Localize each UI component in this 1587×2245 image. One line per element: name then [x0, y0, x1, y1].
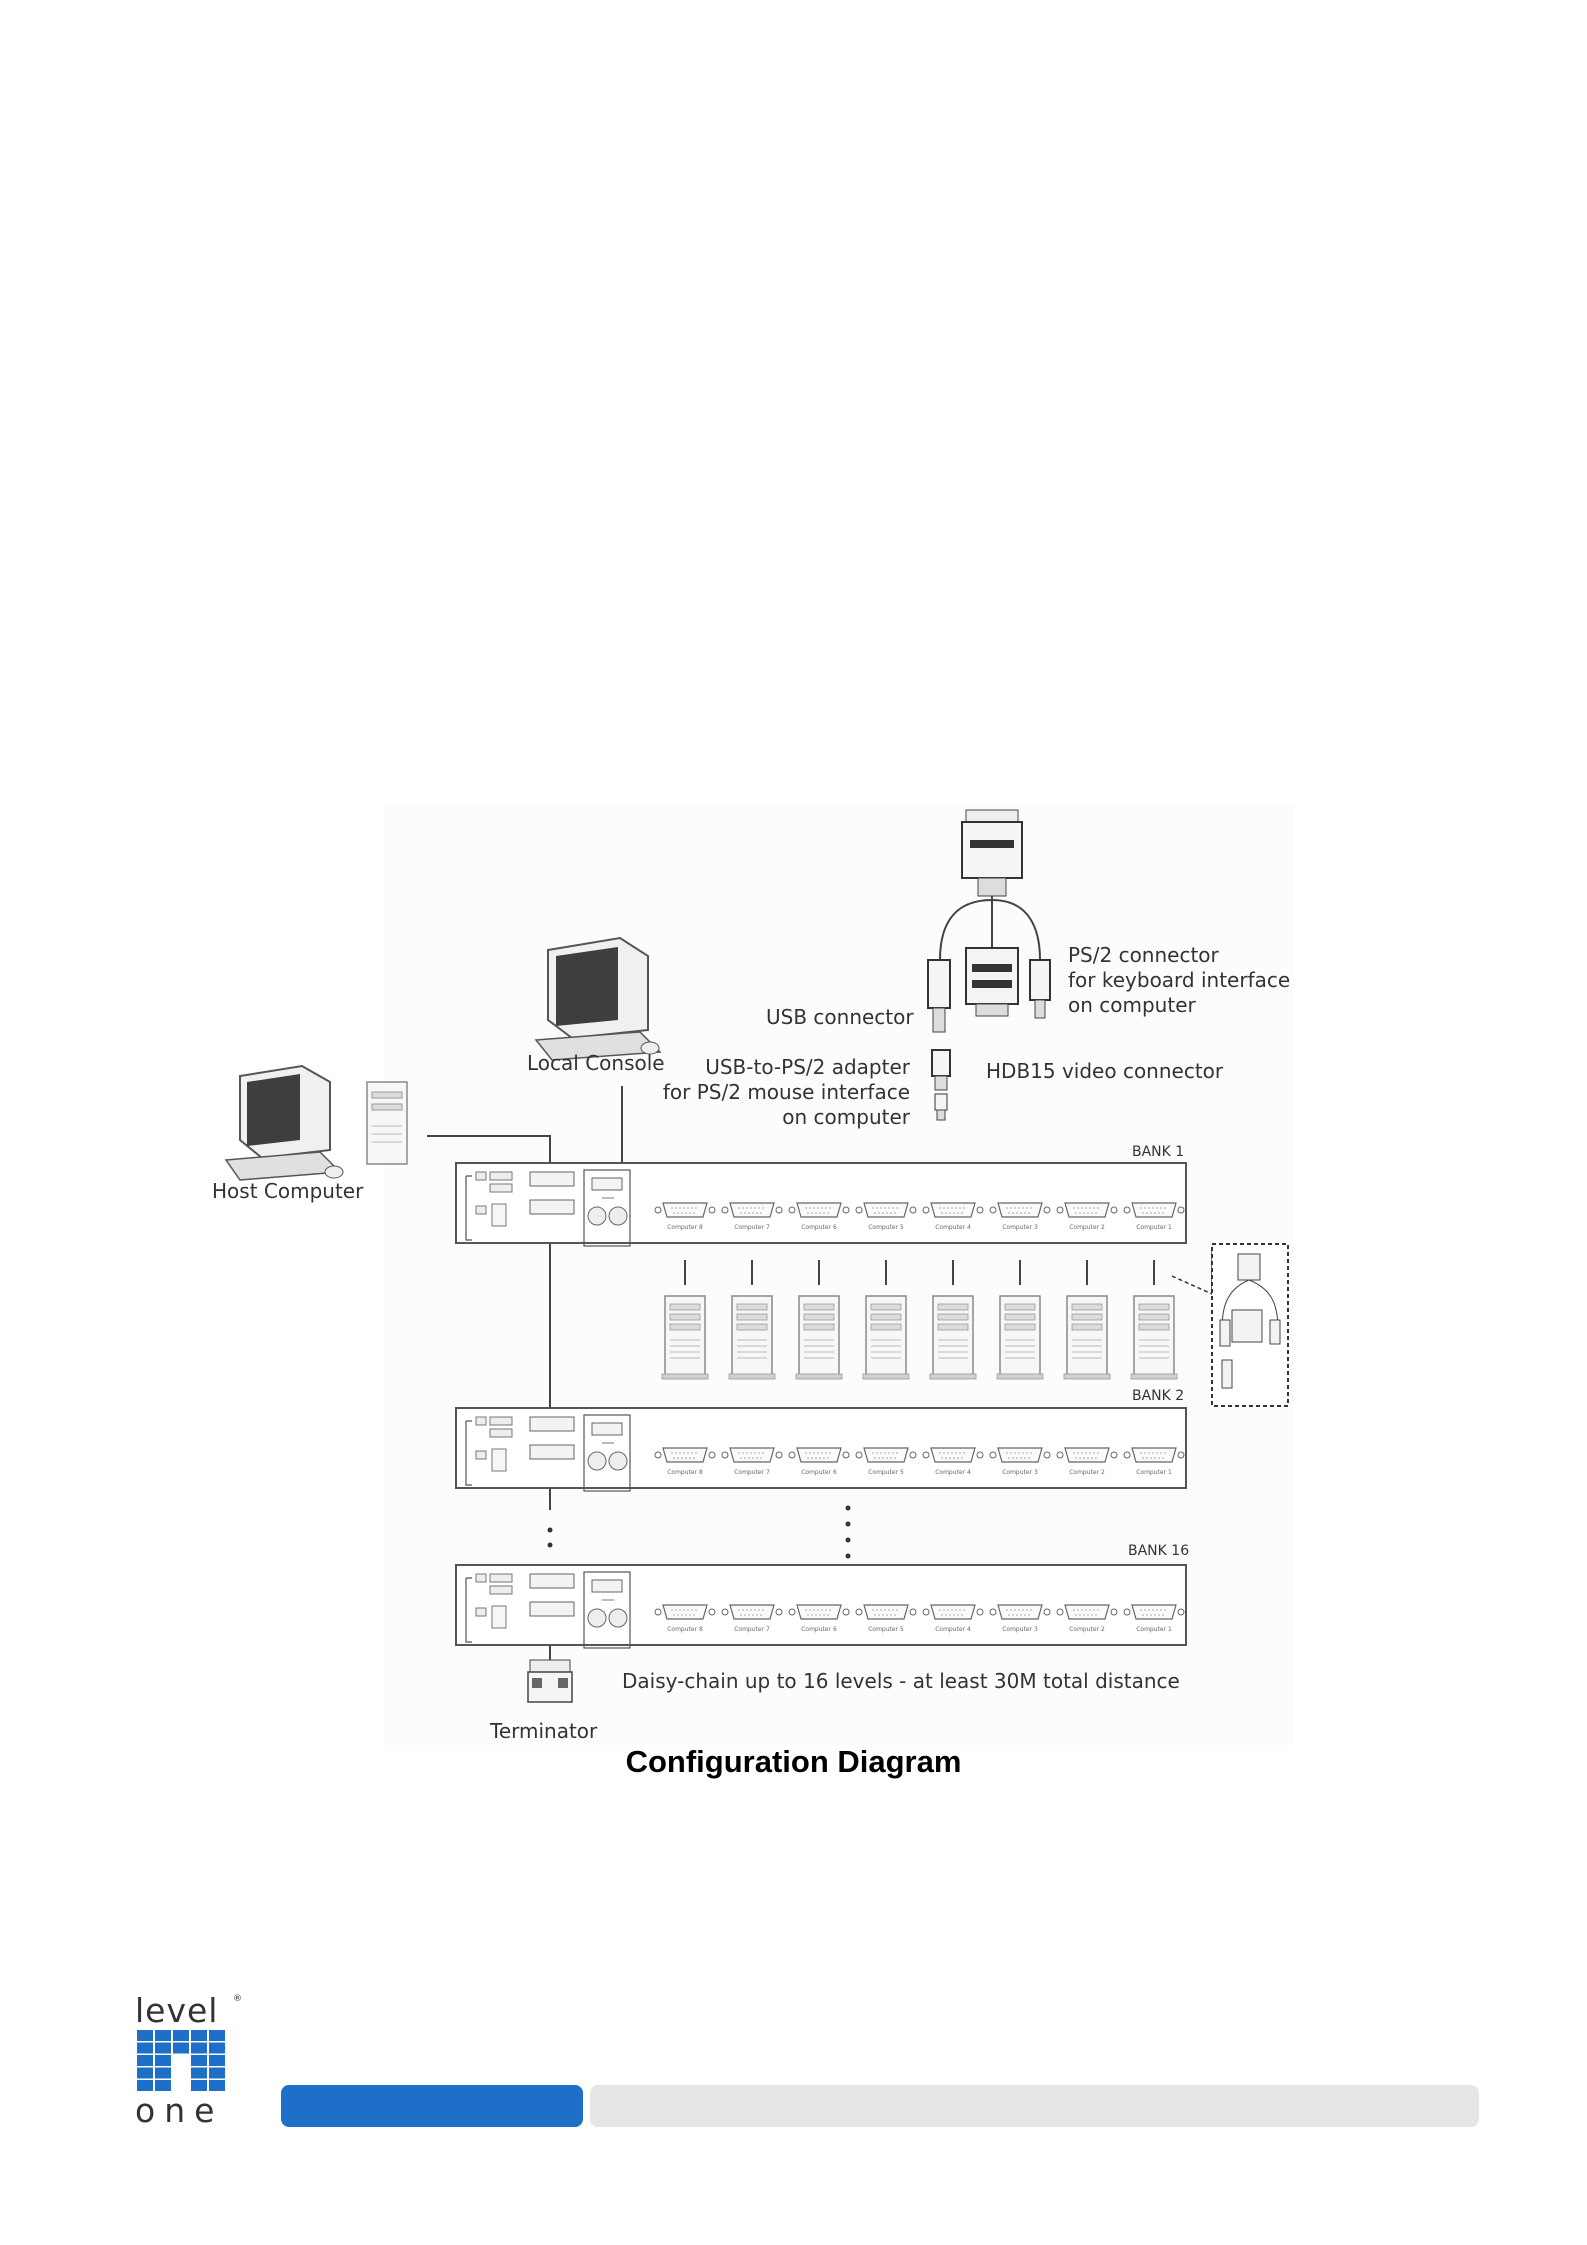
computer-tower-icon	[795, 1295, 843, 1380]
ps2-label-line1: PS/2 connector	[1068, 943, 1220, 967]
logo-top-text: level	[135, 1991, 219, 2030]
port-label: Computer 5	[868, 1224, 904, 1231]
logo-grid-cell	[173, 2042, 189, 2054]
port-label: Computer 4	[935, 1626, 971, 1633]
port-label: Computer 3	[1002, 1224, 1038, 1231]
bank-2-label: BANK 2	[1132, 1388, 1184, 1404]
computer-tower-icon	[862, 1295, 910, 1380]
bank-16-label: BANK 16	[1128, 1543, 1189, 1559]
logo-grid-cell	[137, 2080, 153, 2091]
logo-grid-cell	[191, 2055, 207, 2066]
port-label: Computer 7	[734, 1469, 770, 1476]
logo-grid-cell	[209, 2055, 225, 2066]
port-label: Computer 2	[1069, 1224, 1105, 1231]
port-label: Computer 6	[801, 1224, 837, 1231]
levelone-logo: level ® one	[135, 1994, 245, 2134]
daisy-chain-label: Daisy-chain up to 16 levels - at least 3…	[622, 1669, 1180, 1693]
local-console-label: Local Console	[527, 1051, 665, 1075]
adapter-label-line3: on computer	[782, 1105, 911, 1129]
adapter-label-line1: USB-to-PS/2 adapter	[705, 1055, 911, 1079]
computer-tower-icon	[996, 1295, 1044, 1380]
port-label: Computer 4	[935, 1469, 971, 1476]
footer-accent-bar	[281, 2085, 583, 2127]
logo-grid-cell	[137, 2030, 153, 2041]
computer-tower-icon	[929, 1295, 977, 1380]
port-label: Computer 3	[1002, 1626, 1038, 1633]
port-label: Computer 1	[1136, 1626, 1172, 1633]
caption-text: Configuration Diagram	[625, 1744, 962, 1779]
logo-grid-cell	[191, 2042, 207, 2054]
adapter-label-line2: for PS/2 mouse interface	[663, 1080, 910, 1104]
port-label: Computer 6	[801, 1626, 837, 1633]
port-label: Computer 7	[734, 1224, 770, 1231]
footer-gray-bar	[590, 2085, 1479, 2127]
bank-1-label: BANK 1	[1132, 1144, 1184, 1160]
logo-grid-cell	[191, 2080, 207, 2091]
local-console-icon	[534, 936, 662, 1061]
logo-bottom-text: one	[135, 2091, 224, 2130]
terminator-icon	[527, 1659, 573, 1703]
kvm-bank-1: Computer 8 Computer 7 Computer 6 Computer 5…	[455, 1162, 1187, 1247]
port-label: Computer 4	[935, 1224, 971, 1231]
computer-tower-icon	[661, 1295, 709, 1380]
port-label: Computer 8	[667, 1224, 703, 1231]
logo-grid-cell	[155, 2042, 171, 2054]
port-label: Computer 3	[1002, 1469, 1038, 1476]
computer-tower-icon	[1130, 1295, 1178, 1380]
port-label: Computer 5	[868, 1626, 904, 1633]
port-label: Computer 5	[868, 1469, 904, 1476]
logo-grid-cell	[209, 2067, 225, 2079]
logo-grid-cell	[155, 2055, 171, 2066]
logo-registered-mark: ®	[233, 1994, 242, 2004]
cable-set-icon	[927, 809, 1051, 1121]
configuration-diagram: Local Console Host Computer USB connecto…	[212, 809, 1291, 1743]
port-label: Computer 1	[1136, 1469, 1172, 1476]
logo-grid-cell	[191, 2067, 207, 2079]
port-label: Computer 2	[1069, 1469, 1105, 1476]
logo-grid-cell	[209, 2042, 225, 2054]
computer-tower-icon	[728, 1295, 776, 1380]
diagram-caption: Configuration Diagram	[0, 1744, 1587, 1780]
ps2-label-line3: on computer	[1068, 993, 1197, 1017]
kvm-bank-16: Computer 8 Computer 7 Computer 6 Computer 5…	[455, 1564, 1187, 1649]
port-label: Computer 1	[1136, 1224, 1172, 1231]
host-tower-icon	[366, 1081, 408, 1165]
terminator-label: Terminator	[489, 1719, 598, 1743]
logo-grid-cell	[155, 2080, 171, 2091]
logo-grid-cell	[137, 2067, 153, 2079]
port-label: Computer 2	[1069, 1626, 1105, 1633]
logo-grid-cell	[137, 2042, 153, 2054]
computer-tower-icon	[1063, 1295, 1111, 1380]
hdb15-label: HDB15 video connector	[986, 1059, 1224, 1083]
port-label: Computer 8	[667, 1626, 703, 1633]
host-computer-label: Host Computer	[212, 1179, 364, 1203]
chain-dots	[547, 1505, 851, 1559]
logo-grid-cell	[137, 2055, 153, 2066]
logo-grid-cell	[173, 2030, 189, 2041]
port-label: Computer 6	[801, 1469, 837, 1476]
host-computer-icon	[224, 1064, 344, 1181]
logo-grid-icon	[137, 2030, 225, 2091]
port-label: Computer 7	[734, 1626, 770, 1633]
kvm-bank-2: Computer 8 Computer 7 Computer 6 Computer 5…	[455, 1407, 1187, 1492]
logo-grid-cell	[209, 2030, 225, 2041]
usb-connector-label: USB connector	[766, 1005, 914, 1029]
logo-grid-cell	[155, 2030, 171, 2041]
logo-grid-cell	[155, 2067, 171, 2079]
logo-grid-cell	[191, 2030, 207, 2041]
cable-detail-callout	[1171, 1243, 1289, 1407]
bank-1-drop-cables	[684, 1260, 1155, 1285]
ps2-label-line2: for keyboard interface	[1068, 968, 1290, 992]
logo-grid-cell	[209, 2080, 225, 2091]
port-label: Computer 8	[667, 1469, 703, 1476]
